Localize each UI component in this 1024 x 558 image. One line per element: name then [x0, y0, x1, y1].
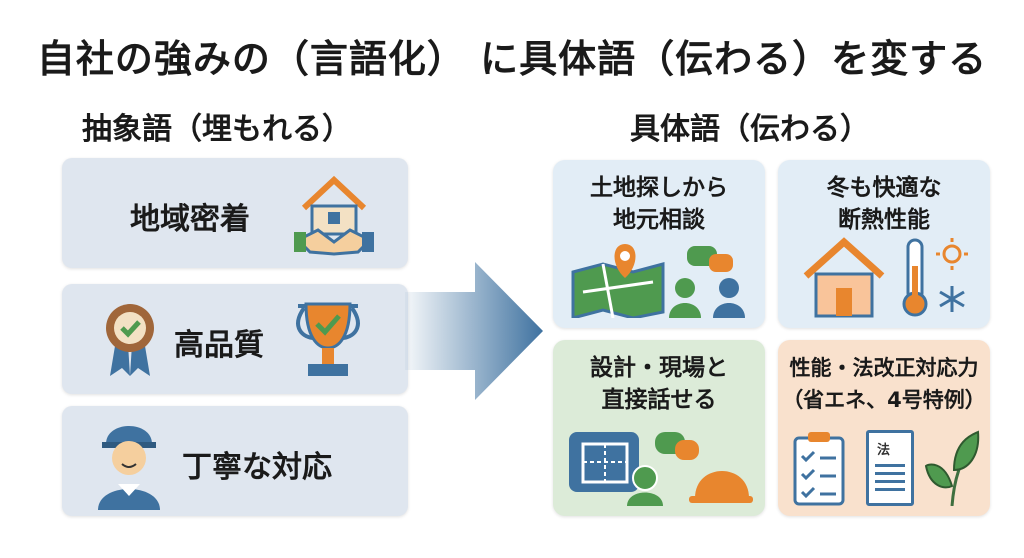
item-label: 地域密着	[130, 202, 250, 237]
page-title: 自社の強みの（言語化） に具体語（伝わる）を変する	[36, 37, 988, 81]
concrete-item-insulation: 冬も快適な断熱性能	[778, 160, 990, 328]
concrete-item-direct-talk: 設計・現場と直接話せる	[553, 340, 765, 516]
concrete-item-regulation: 性能・法改正対応力 （省エネ、4号特例） 法	[778, 340, 990, 516]
checklist-icon	[793, 432, 845, 506]
item-line1: 設計・現場と	[590, 355, 728, 381]
item-line2: 直接話せる	[601, 387, 717, 413]
award-ribbon-icon	[106, 304, 154, 376]
leaf-icon	[924, 430, 980, 506]
item-line2: （省エネ、4号特例）	[782, 388, 986, 412]
worker-icon	[98, 426, 160, 510]
law-document-icon: 法	[866, 430, 914, 506]
transform-arrow-icon	[405, 262, 543, 400]
concrete-heading: 具体語（伝わる）	[630, 112, 870, 147]
item-label: 高品質	[174, 328, 264, 363]
map-people-icon	[571, 244, 745, 318]
item-line2: 断熱性能	[838, 207, 930, 233]
item-line2: 地元相談	[613, 207, 705, 233]
house-handshake-icon	[294, 175, 374, 256]
item-label: 丁寧な対応	[182, 450, 332, 485]
item-line1: 性能・法改正対応力	[789, 356, 979, 380]
abstract-item-community: 地域密着	[62, 158, 408, 268]
abstract-heading: 抽象語（埋もれる）	[82, 112, 352, 147]
trophy-icon	[296, 302, 360, 376]
item-line1: 冬も快適な	[826, 175, 942, 201]
abstract-item-service: 丁寧な対応	[62, 406, 408, 516]
item-line1: 土地探しから	[590, 175, 728, 201]
law-document-label: 法	[877, 443, 891, 458]
blueprint-chat-helmet-icon	[569, 432, 753, 506]
warm-house-thermometer-icon	[803, 237, 968, 318]
concrete-item-land: 土地探しから地元相談	[553, 160, 765, 328]
abstract-item-quality: 高品質	[62, 284, 408, 394]
